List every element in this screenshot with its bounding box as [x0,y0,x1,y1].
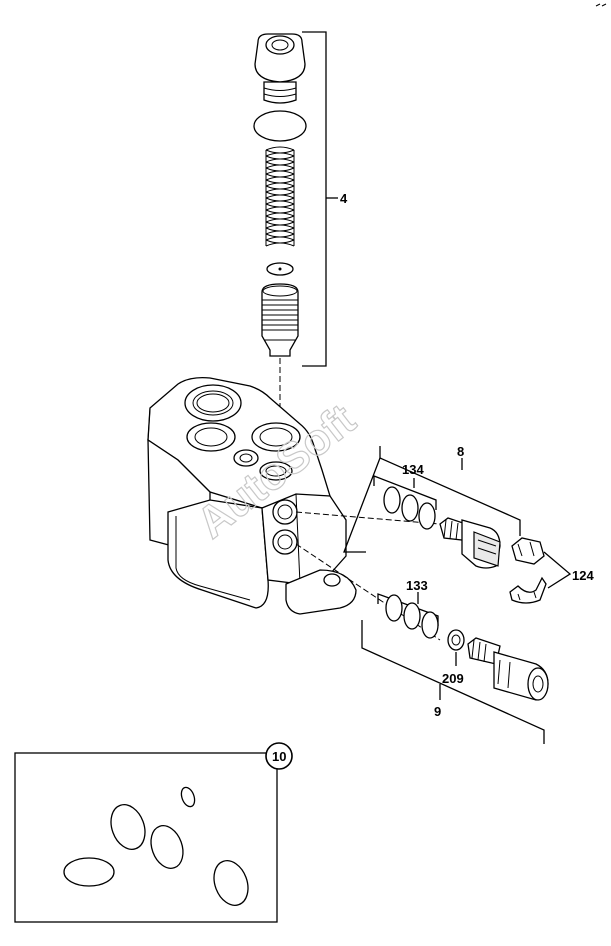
callout-10: 10 [272,749,286,764]
callout-209: 209 [442,671,464,686]
bracket-9 [361,620,545,744]
cap-124b [509,576,547,604]
o-rings-133 [385,594,439,639]
callout-134: 134 [402,462,424,477]
bracket-4 [302,31,338,367]
leader-124 [543,551,572,589]
o-ring [253,110,307,142]
callout-124: 124 [572,568,594,583]
callout-9: 9 [434,704,441,719]
seal-kit-o-rings [63,786,249,906]
callout-8: 8 [457,444,464,459]
relief-valve-9 [467,637,549,701]
seal-kit-frame [14,752,278,923]
callout-133: 133 [406,578,428,593]
relief-valve-8 [439,517,501,569]
callout-4: 4 [340,191,348,206]
cap-124a [511,537,545,565]
bracket-8 [343,446,521,553]
corner-mark [595,3,607,7]
assembly-axis-8 [295,511,441,525]
valve-body [147,376,357,615]
bracket-134 [373,475,437,510]
o-rings-134 [383,486,436,530]
plug-cap [254,33,306,104]
washer-209 [447,629,465,651]
seat-disc [266,262,294,276]
spring [265,146,295,247]
poppet [261,283,299,357]
callout-10-badge [265,742,293,770]
